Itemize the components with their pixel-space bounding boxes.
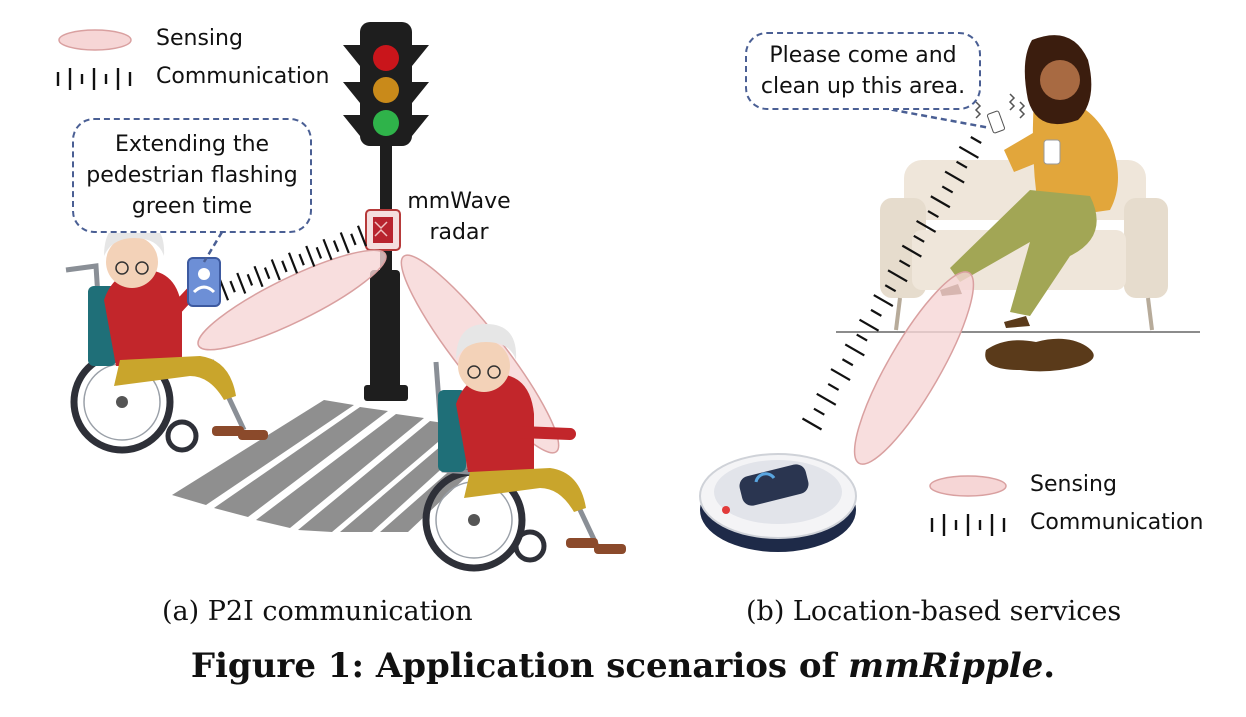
phone-signal-waves — [974, 93, 1026, 119]
communication-tick — [339, 232, 350, 254]
traffic-light-icon — [343, 22, 429, 401]
communication-tick — [356, 225, 368, 247]
dirt-puddle-icon — [985, 338, 1094, 372]
bubble-a-line-3: green time — [131, 194, 253, 219]
communication-tick — [270, 259, 281, 281]
communication-tick — [884, 284, 897, 293]
communication-tick — [218, 279, 230, 301]
speech-bubble-b: Please come and clean up this area. — [745, 32, 981, 110]
communication-tick — [955, 160, 968, 169]
figure-title-suffix: . — [1043, 646, 1056, 686]
legend-b-communication-swatch — [930, 514, 1006, 536]
communication-tick — [350, 233, 357, 246]
bubble-b-line-2: clean up this area. — [760, 74, 966, 99]
communication-tick — [913, 234, 925, 243]
crosswalk-icon — [172, 400, 498, 532]
communication-tick — [813, 407, 825, 416]
communication-tick — [298, 253, 305, 266]
radar-label-line-2: radar — [429, 220, 489, 245]
woman-icon — [940, 35, 1118, 328]
communication-tick — [315, 246, 323, 259]
phone-icon — [187, 257, 221, 307]
communication-tick — [930, 195, 951, 209]
communication-tick — [827, 383, 840, 391]
communication-tick — [916, 219, 937, 233]
communication-tick — [898, 259, 911, 268]
communication-tick — [253, 265, 264, 288]
communication-tick — [287, 252, 299, 274]
communication-tick — [305, 245, 316, 267]
communication-tick — [941, 185, 954, 194]
communication-tick — [281, 260, 288, 273]
communication-tick — [870, 308, 882, 317]
bubble-a-line-2: pedestrian flashing — [86, 163, 298, 188]
communication-tick — [816, 392, 837, 406]
speech-bubble-a: Extending the pedestrian flashing green … — [72, 118, 312, 233]
wheelchair-user-icon — [422, 324, 626, 572]
communication-tick — [801, 417, 823, 431]
caption-a: (a) P2I communication — [162, 596, 473, 627]
communication-tick — [858, 318, 880, 332]
sensing-beam-a-left — [197, 249, 387, 351]
communication-tick — [873, 294, 894, 307]
legend-a-communication-label: Communication — [156, 64, 330, 89]
communication-signal-a — [218, 225, 368, 301]
communication-tick — [901, 244, 922, 258]
legend-a-sensing-swatch — [58, 29, 132, 51]
communication-tick — [958, 145, 979, 159]
communication-tick — [236, 272, 247, 294]
legend-b-communication-label: Communication — [1030, 510, 1204, 535]
communication-tick — [830, 368, 851, 382]
communication-tick — [263, 267, 271, 280]
communication-tick — [332, 240, 340, 253]
sensing-beam-b — [853, 271, 975, 465]
caption-b: (b) Location-based services — [746, 596, 1122, 627]
legend-b-sensing-swatch — [929, 475, 1007, 497]
communication-tick — [229, 280, 236, 293]
communication-tick — [970, 136, 982, 144]
legend-b-sensing-label: Sensing — [1030, 472, 1117, 497]
figure-title: Figure 1: Application scenarios of mmRip… — [0, 646, 1246, 686]
communication-tick — [856, 333, 868, 342]
robot-vacuum-icon — [699, 453, 857, 552]
figure-title-name: mmRipple — [848, 646, 1044, 686]
legend-a-sensing-label: Sensing — [156, 26, 243, 51]
communication-tick — [944, 170, 965, 184]
communication-tick — [927, 210, 939, 219]
figure-title-prefix: Figure 1: Application scenarios of — [190, 646, 849, 686]
radar-label: mmWave radar — [402, 186, 516, 248]
communication-tick — [322, 238, 333, 261]
bubble-b-line-1: Please come and — [769, 43, 957, 68]
bubble-a-line-1: Extending the — [114, 132, 270, 157]
communication-tick — [887, 269, 908, 283]
legend-a-communication-swatch — [56, 68, 132, 90]
communication-tick — [841, 358, 854, 367]
communication-signal-b — [801, 136, 982, 431]
communication-tick — [246, 273, 254, 286]
communication-tick — [844, 343, 865, 357]
radar-chip-icon — [365, 209, 401, 251]
radar-label-line-1: mmWave — [407, 189, 511, 214]
